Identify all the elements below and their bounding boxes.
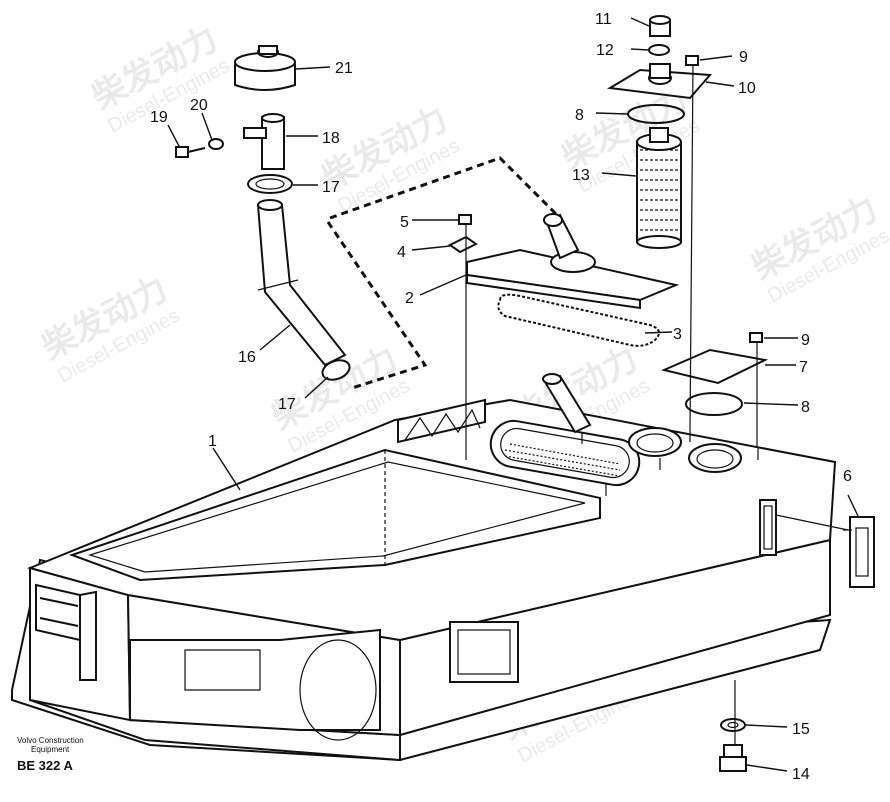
breather-cap <box>234 45 296 91</box>
leader-lines <box>167 17 859 772</box>
breather-adapter <box>243 113 285 170</box>
bracket-4 <box>448 235 478 254</box>
label-part-16: 16 <box>238 349 256 366</box>
nut-20 <box>208 138 224 150</box>
cover-plate-7 <box>660 348 769 385</box>
label-part-6: 6 <box>843 468 852 485</box>
watermark-7: 柴发动力 Diesel-Engines <box>745 189 890 308</box>
label-part-5: 5 <box>400 214 409 231</box>
label-part-11: 11 <box>595 11 612 28</box>
label-part-17-upper: 17 <box>322 179 340 196</box>
bolt-19 <box>175 146 206 158</box>
label-part-7: 7 <box>799 359 808 376</box>
washer-15 <box>720 718 746 732</box>
label-part-20: 20 <box>190 97 208 114</box>
nut-5 <box>458 214 472 225</box>
plug-14 <box>719 744 747 772</box>
o-ring-8-lower <box>685 392 743 416</box>
caption-company-line2: Equipment <box>31 745 70 754</box>
hose-clamp-upper <box>247 174 293 194</box>
label-part-10: 10 <box>738 80 756 97</box>
side-bracket-6 <box>843 516 875 588</box>
label-part-2: 2 <box>405 290 414 307</box>
filter-cover-10 <box>607 63 713 100</box>
label-part-8-lower: 8 <box>801 399 810 416</box>
label-part-1: 1 <box>208 433 217 450</box>
assembly-center-lines <box>465 65 849 745</box>
pipe-route-dashed <box>326 156 559 390</box>
label-part-14: 14 <box>792 766 810 783</box>
nut-9-lower <box>749 332 763 343</box>
hose <box>256 199 347 367</box>
label-part-4: 4 <box>397 244 406 261</box>
label-part-9-upper: 9 <box>739 49 748 66</box>
gasket <box>497 293 660 347</box>
label-part-9-lower: 9 <box>801 332 810 349</box>
watermark-4: 柴发动力 Diesel-Engines <box>35 269 183 388</box>
caption-company-line1: Volvo Construction <box>17 736 84 745</box>
label-part-13: 13 <box>572 167 590 184</box>
tank-body <box>11 373 837 762</box>
label-part-3: 3 <box>673 326 682 343</box>
label-part-18: 18 <box>322 130 340 147</box>
label-part-17-lower: 17 <box>278 396 296 413</box>
tank-cover <box>466 213 680 310</box>
label-part-15: 15 <box>792 721 810 738</box>
label-part-8-upper: 8 <box>575 107 584 124</box>
top-bolt-marks <box>465 430 759 496</box>
figure-caption: Volvo Construction Equipment BE 322 A <box>17 736 84 773</box>
washer-12 <box>648 44 670 56</box>
part-number-labels: 1 2 3 4 5 6 7 8 8 9 9 10 11 12 13 14 15 … <box>150 11 852 783</box>
label-part-19: 19 <box>150 109 168 126</box>
watermark-2: 柴发动力 Diesel-Engines <box>315 99 463 218</box>
label-part-12: 12 <box>596 42 614 59</box>
label-part-21: 21 <box>335 60 353 77</box>
plug-11 <box>649 15 671 37</box>
filter-element-13 <box>636 127 682 249</box>
hose-clamp-lower <box>321 359 351 381</box>
nut-9-upper <box>685 55 699 66</box>
caption-drawing-code: BE 322 A <box>17 758 73 773</box>
